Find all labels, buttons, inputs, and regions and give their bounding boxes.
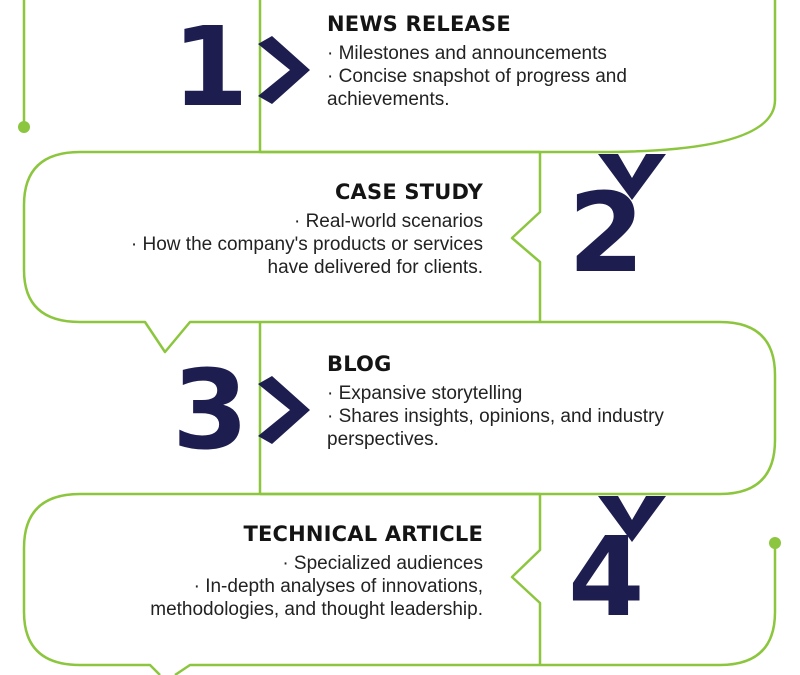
chevron-down-icon — [598, 154, 666, 200]
step-2-box — [22, 150, 542, 354]
step-4-number: 4 — [568, 513, 645, 641]
step-1-number: 1 — [172, 3, 249, 131]
step-2-text: CASE STUDY · Real-world scenarios · How … — [40, 180, 483, 279]
step-2-line-3: have delivered for clients. — [267, 257, 483, 278]
chevron-down-icon — [598, 496, 666, 542]
start-dot — [18, 121, 30, 133]
step-1-line-2: · Concise snapshot of progress and — [327, 66, 627, 87]
step-2-title: CASE STUDY — [334, 180, 483, 204]
chevron-right-icon — [258, 36, 310, 104]
step-1-line-1: · Milestones and announcements — [327, 43, 607, 64]
step-3-title: BLOG — [327, 352, 392, 376]
step-3-box — [258, 320, 777, 496]
step-2-line-2: · How the company's products or services — [130, 234, 483, 255]
step-1-title: NEWS RELEASE — [327, 12, 511, 36]
step-1-text: NEWS RELEASE · Milestones and announceme… — [327, 12, 767, 111]
step-4-line-2: · In-depth analyses of innovations, — [193, 576, 483, 597]
step-4-line-3: methodologies, and thought leadership. — [150, 599, 483, 620]
chevron-right-icon — [258, 376, 310, 444]
step-3-line-1: · Expansive storytelling — [327, 383, 523, 404]
step-2-line-1: · Real-world scenarios — [293, 211, 483, 232]
step-1-box — [22, 0, 777, 154]
step-1-line-3: achievements. — [327, 89, 450, 110]
step-4-box — [22, 492, 777, 675]
step-3-number: 3 — [172, 346, 249, 474]
step-4-line-1: · Specialized audiences — [282, 553, 483, 574]
step-3-line-3: perspectives. — [327, 429, 439, 450]
step-2-number: 2 — [568, 169, 645, 297]
step-3-line-2: · Shares insights, opinions, and industr… — [327, 406, 664, 427]
step-4-title: TECHNICAL ARTICLE — [243, 522, 483, 546]
step-3-text: BLOG · Expansive storytelling · Shares i… — [327, 352, 767, 451]
end-dot — [769, 537, 781, 549]
step-4-text: TECHNICAL ARTICLE · Specialized audience… — [40, 522, 483, 621]
